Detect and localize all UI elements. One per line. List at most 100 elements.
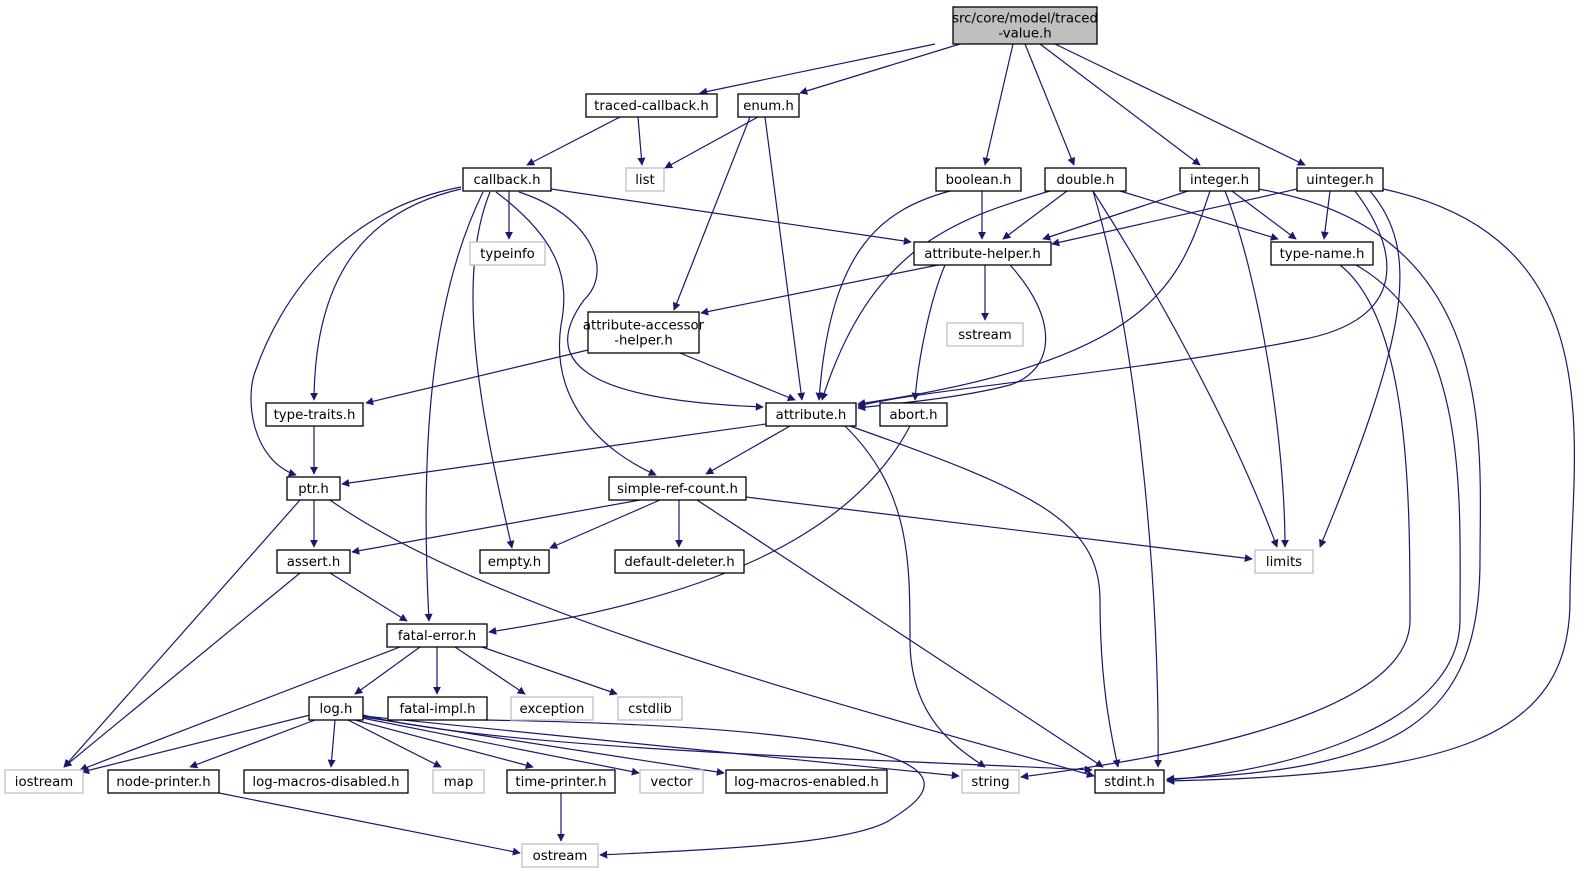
node-label: limits [1266, 555, 1302, 570]
node-label: iostream [15, 775, 73, 790]
edge-attribute-accessor-helper-to-type-traits [365, 349, 589, 406]
node-label: enum.h [743, 99, 794, 114]
node-label: fatal-impl.h [399, 702, 475, 717]
edge-log-to-time-printer [354, 719, 534, 770]
node-root[interactable]: src/core/model/traced-value.h [952, 6, 1098, 45]
node-log[interactable]: log.h [308, 696, 364, 721]
node-ptr[interactable]: ptr.h [286, 476, 341, 501]
edge-root-to-double [1024, 43, 1076, 166]
node-box [737, 93, 800, 118]
edge-log-to-map [347, 719, 442, 768]
edge-traced-callback-to-callback [526, 116, 621, 166]
edge-integer-to-limits [1224, 190, 1289, 548]
node-label: fatal-error.h [398, 629, 476, 644]
node-box [276, 549, 351, 574]
edge-callback-to-fatal-error [424, 191, 484, 622]
node-label: attribute.h [776, 408, 847, 423]
node-box [879, 402, 948, 427]
edge-fatal-error-to-exception [454, 646, 526, 695]
node-label: integer.h [1190, 173, 1249, 188]
node-stdint[interactable]: stdint.h [1094, 769, 1165, 794]
node-node-printer[interactable]: node-printer.h [107, 769, 220, 794]
node-fatal-impl[interactable]: fatal-impl.h [387, 696, 488, 721]
node-label: node-printer.h [116, 775, 210, 790]
node-label: type-traits.h [274, 408, 356, 423]
edge-fatal-error-to-log [354, 646, 421, 695]
node-box [617, 696, 683, 721]
edge-abort-to-fatal-error [488, 425, 911, 635]
node-empty[interactable]: empty.h [479, 549, 550, 574]
node-label: uinteger.h [1306, 173, 1373, 188]
edge-integer-to-attribute [857, 190, 1211, 407]
edge-simple-ref-count-to-limits [745, 496, 1253, 563]
edge-root-to-boolean [982, 43, 1014, 166]
node-box [386, 623, 488, 648]
edge-assert-to-iostream [63, 572, 301, 768]
node-type-traits[interactable]: type-traits.h [265, 402, 364, 427]
node-ostream: ostream [521, 843, 599, 868]
node-box [1179, 167, 1260, 192]
node-boolean[interactable]: boolean.h [935, 167, 1022, 192]
node-label: double.h [1057, 173, 1115, 188]
node-log-macros-enabled[interactable]: log-macros-enabled.h [725, 769, 888, 794]
node-box [1296, 167, 1384, 192]
node-label: vector [650, 775, 693, 790]
node-attribute[interactable]: attribute.h [765, 402, 857, 427]
node-box [387, 696, 488, 721]
node-integer[interactable]: integer.h [1179, 167, 1260, 192]
node-box [952, 6, 1098, 45]
node-sstream: sstream [946, 322, 1024, 347]
node-log-macros-disabled[interactable]: log-macros-disabled.h [243, 769, 409, 794]
node-traced-callback[interactable]: traced-callback.h [585, 93, 718, 118]
node-double[interactable]: double.h [1044, 167, 1127, 192]
node-box [587, 311, 700, 354]
node-box [625, 167, 665, 192]
node-label: -helper.h [614, 334, 673, 349]
header-nodes: src/core/model/traced-value.h traced-call… [4, 6, 1384, 868]
edge-root-to-traced-callback [699, 43, 936, 96]
edge-callback-to-simple-ref-count [495, 191, 657, 476]
edge-enum-to-list [664, 116, 759, 169]
node-enum[interactable]: enum.h [737, 93, 800, 118]
node-fatal-error[interactable]: fatal-error.h [386, 623, 488, 648]
node-exception: exception [510, 696, 594, 721]
node-box [935, 167, 1022, 192]
node-label: traced-callback.h [594, 99, 709, 114]
node-box [765, 402, 857, 427]
node-label: cstdlib [628, 702, 672, 717]
node-abort[interactable]: abort.h [879, 402, 948, 427]
edge-log-to-node-printer [189, 719, 316, 769]
edge-uinteger-to-limits [1319, 190, 1401, 548]
edge-callback-to-attribute-helper [550, 188, 912, 245]
edge-uinteger-to-stdint [1166, 188, 1575, 785]
node-box [469, 241, 546, 266]
edge-fatal-error-to-iostream [79, 646, 401, 772]
node-attribute-accessor-helper[interactable]: attribute-accessor-helper.h [583, 311, 705, 354]
node-uinteger[interactable]: uinteger.h [1296, 167, 1384, 192]
node-type-name[interactable]: type-name.h [1270, 241, 1374, 266]
node-simple-ref-count[interactable]: simple-ref-count.h [608, 476, 747, 501]
node-box [614, 549, 745, 574]
node-box [946, 322, 1024, 347]
node-time-printer[interactable]: time-printer.h [506, 769, 616, 794]
edge-double-to-stdint [1092, 190, 1163, 768]
node-label: attribute-accessor [583, 319, 705, 334]
edge-attribute-to-ptr [341, 423, 767, 487]
node-vector: vector [639, 769, 704, 794]
edge-type-name-to-string [1020, 264, 1411, 781]
node-label: log.h [320, 702, 353, 717]
node-default-deleter[interactable]: default-deleter.h [614, 549, 745, 574]
edge-uinteger-to-attribute [857, 190, 1388, 409]
edge-root-to-uinteger [1054, 43, 1306, 166]
node-label: log-macros-enabled.h [734, 775, 879, 790]
edge-attribute-helper-to-attribute-accessor-helper [700, 264, 939, 316]
node-assert[interactable]: assert.h [276, 549, 351, 574]
node-attribute-helper[interactable]: attribute-helper.h [913, 241, 1052, 266]
edge-integer-to-stdint [1166, 188, 1481, 783]
edge-integer-to-attribute-helper [1042, 190, 1189, 241]
node-callback[interactable]: callback.h [462, 167, 552, 192]
node-box [961, 769, 1020, 794]
node-box [585, 93, 718, 118]
node-label: assert.h [287, 555, 341, 570]
node-label: callback.h [473, 173, 540, 188]
